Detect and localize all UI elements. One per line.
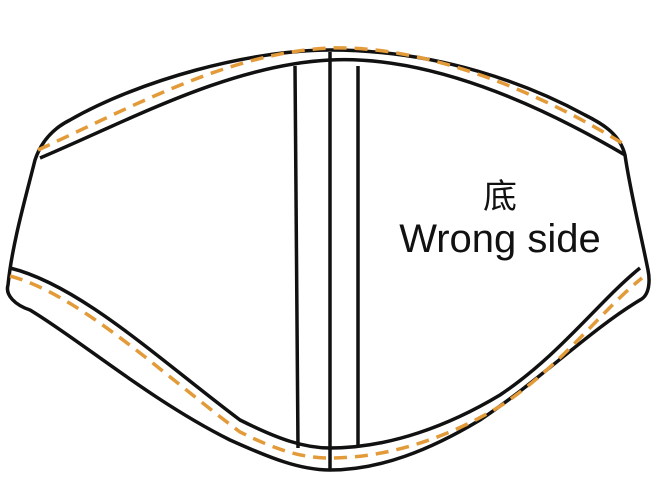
top-stitching: [37, 46, 626, 152]
wrong-side-label: Wrong side: [399, 217, 601, 261]
center-seam-left-line: [293, 65, 300, 449]
chinese-label: 底: [483, 177, 517, 217]
